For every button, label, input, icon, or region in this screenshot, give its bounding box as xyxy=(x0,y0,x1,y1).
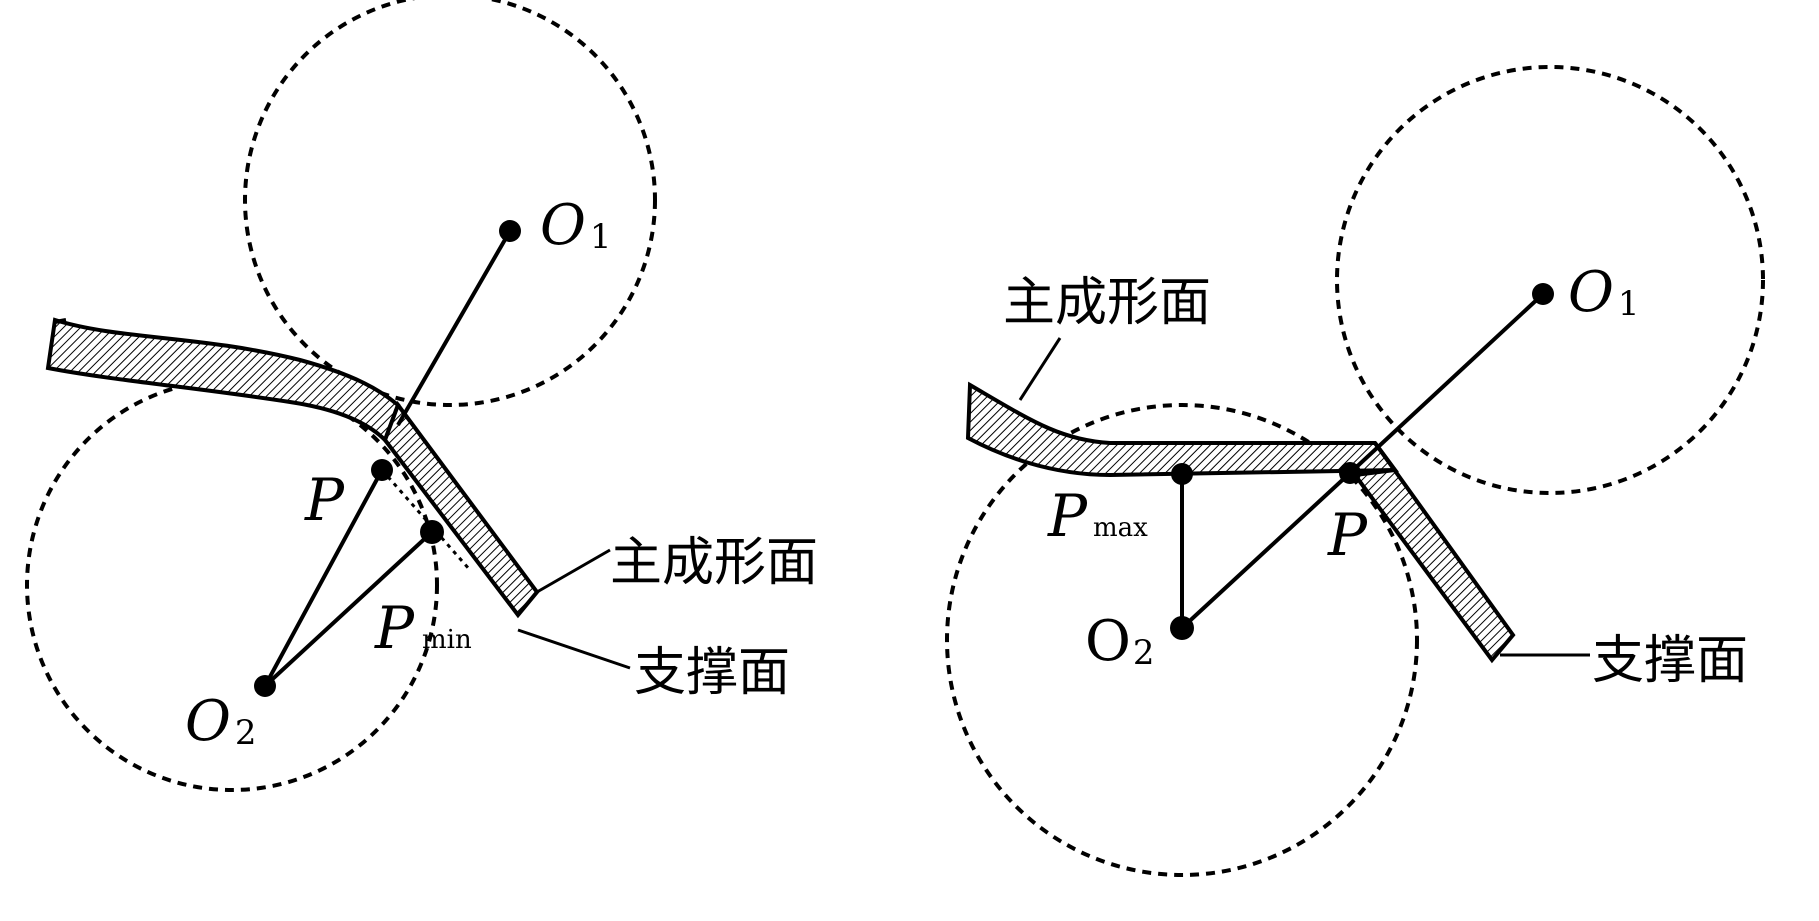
left-label-main-surface: 主成形面 xyxy=(610,533,818,593)
left-label-p: P xyxy=(304,466,345,534)
left-label-support-surface: 支撑面 xyxy=(634,643,790,703)
right-circle-o2 xyxy=(945,403,1419,877)
right-label-support-surface: 支撑面 xyxy=(1592,631,1748,691)
right-line-o1-p xyxy=(1348,292,1545,475)
left-point-o1 xyxy=(499,220,521,242)
left-line-o1-p xyxy=(396,230,512,426)
right-main-surface-band xyxy=(965,381,1399,478)
left-main-surface-band xyxy=(45,317,401,444)
left-circle-o1 xyxy=(243,0,657,407)
left-point-pmin xyxy=(420,520,444,544)
left-line-o2-p xyxy=(263,469,384,687)
left-point-o2 xyxy=(254,675,276,697)
right-support-surface-band xyxy=(1351,441,1516,664)
left-leader-main-surface xyxy=(536,548,611,594)
left-leader-support-surface xyxy=(517,628,631,670)
right-point-o2 xyxy=(1170,616,1194,640)
right-point-o1 xyxy=(1532,283,1554,305)
left-line-o2-pmin xyxy=(263,530,434,688)
right-leader-main-surface xyxy=(1018,337,1062,401)
right-line-o2-p xyxy=(1180,471,1352,630)
right-label-p: P xyxy=(1327,501,1368,569)
right-point-pmax xyxy=(1171,463,1193,485)
right-point-p xyxy=(1339,462,1361,484)
left-support-surface-band xyxy=(382,400,540,619)
right-label-main-surface: 主成形面 xyxy=(1003,273,1211,333)
left-band-start-curve xyxy=(54,318,67,324)
left-point-p xyxy=(371,459,393,481)
left-dotted-p-pmin xyxy=(380,469,472,571)
right-circle-o1 xyxy=(1335,65,1765,495)
right-label-o2: O2 xyxy=(1085,609,1155,674)
